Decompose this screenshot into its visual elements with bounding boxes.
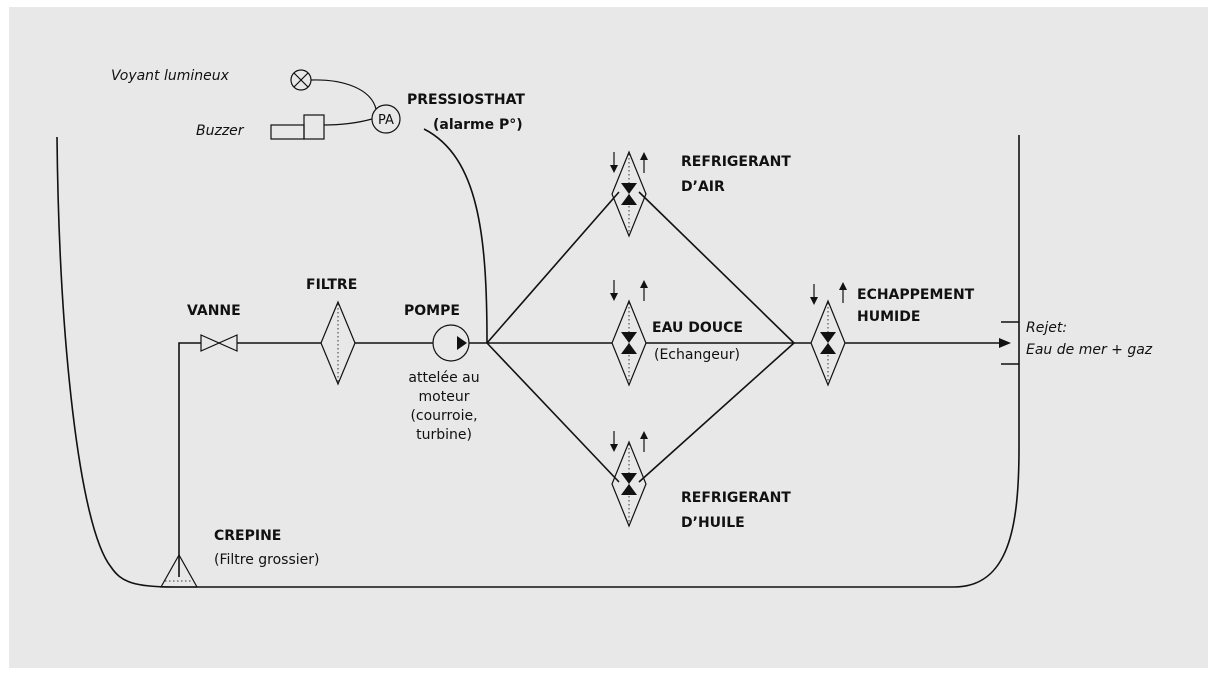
branch-air-in	[486, 191, 620, 344]
outlet-arrow-icon	[999, 338, 1011, 348]
voyant-label: Voyant lumineux	[111, 68, 230, 84]
vanne-label: VANNE	[187, 303, 241, 319]
crepine-desc: (Filtre grossier)	[214, 552, 320, 568]
cooling-circuit-diagram: PA Voyant lumineux Buzzer PRESSIOSTHAT (…	[56, 68, 1153, 588]
alarme-label: (alarme P°)	[433, 117, 523, 133]
vanne-valve-icon	[200, 334, 238, 352]
pressure-line	[423, 128, 488, 344]
filtre-icon	[320, 300, 356, 386]
branch-huile-out	[638, 342, 795, 483]
buzzer-label: Buzzer	[196, 123, 245, 139]
refrig-air-label-1: REFRIGERANT	[681, 154, 791, 170]
branch-huile-in	[486, 342, 620, 483]
echappement-label-2: HUMIDE	[857, 309, 920, 325]
buzzer-icon	[270, 114, 325, 140]
refrig-huile-arrows-icon	[610, 431, 648, 452]
pressiosthat-label: PRESSIOSTHAT	[407, 92, 525, 108]
echappement-arrows-icon	[810, 282, 847, 305]
eau-douce-exchanger-icon	[611, 299, 647, 387]
voyant-lamp-icon	[290, 69, 312, 91]
hull-outline	[56, 135, 1020, 588]
refrig-air-label-2: D’AIR	[681, 179, 725, 195]
refrigerant-air-exchanger-icon	[611, 150, 647, 238]
filtre-label: FILTRE	[306, 277, 357, 293]
voyant-wire	[310, 79, 377, 110]
pompe-label: POMPE	[404, 303, 460, 319]
echappement-label-1: ECHAPPEMENT	[857, 287, 975, 303]
refrig-huile-label-1: REFRIGERANT	[681, 490, 791, 506]
rejet-desc: Eau de mer + gaz	[1026, 342, 1153, 358]
crepine-icon	[159, 553, 199, 588]
echappement-exchanger-icon	[810, 299, 846, 387]
crepine-label: CREPINE	[214, 528, 281, 544]
pompe-desc-4: turbine)	[416, 427, 472, 443]
pompe-desc-1: attelée au	[408, 370, 479, 386]
branch-air-out	[638, 191, 795, 344]
buzzer-wire	[323, 118, 373, 126]
echangeur-label: (Echangeur)	[654, 347, 740, 363]
refrig-huile-label-2: D’HUILE	[681, 515, 745, 531]
pompe-desc-2: moteur	[419, 389, 470, 405]
eau-douce-arrows-icon	[610, 280, 648, 301]
refrig-air-arrows-icon	[610, 152, 648, 173]
diagram-background: PA Voyant lumineux Buzzer PRESSIOSTHAT (…	[9, 7, 1208, 668]
intake-pipe	[178, 342, 201, 577]
pompe-icon	[432, 324, 470, 362]
eau-douce-label: EAU DOUCE	[652, 320, 743, 336]
refrigerant-huile-exchanger-icon	[611, 440, 647, 528]
rejet-label: Rejet:	[1026, 320, 1067, 336]
pa-label: PA	[378, 113, 394, 128]
pompe-desc-3: (courroie,	[410, 408, 477, 424]
